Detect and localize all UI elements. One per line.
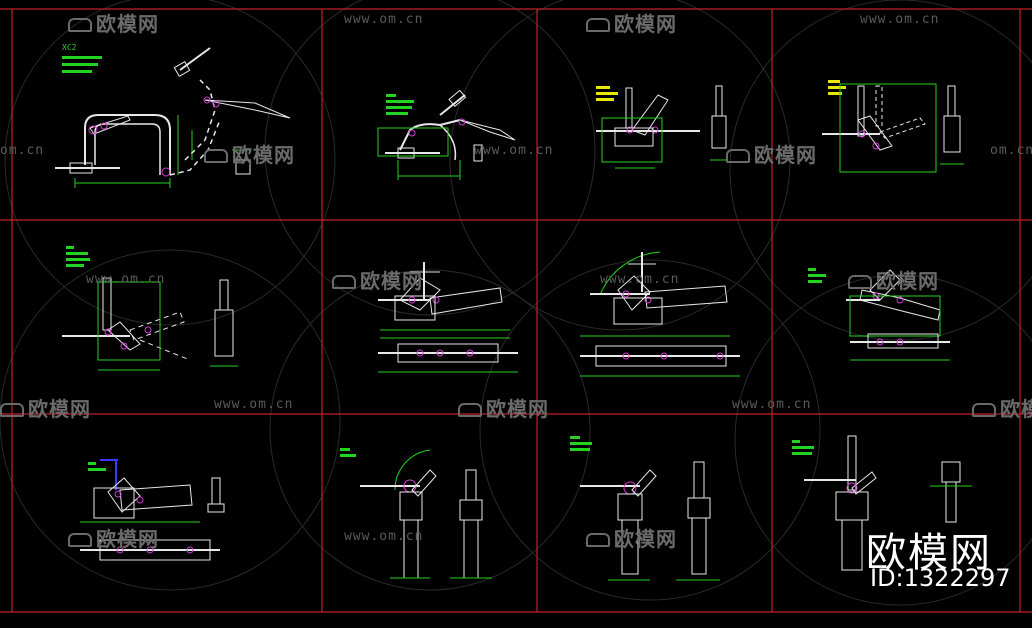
watermark-site: www.om.cn — [860, 12, 940, 27]
drawing-vertical-clamp-3 — [596, 85, 728, 169]
sofa-icon — [204, 149, 228, 163]
watermark-brand-text: 欧模网 — [360, 269, 423, 293]
note-block — [62, 56, 102, 73]
watermark-site: www.om.cn — [86, 272, 166, 287]
drawing-horizontal-clamp-9 — [80, 459, 225, 561]
drawing-push-clamp-12 — [792, 435, 972, 571]
watermark-brand: 欧模网 — [0, 393, 91, 422]
sofa-icon — [972, 403, 996, 417]
sheet-frame — [0, 8, 1032, 613]
model-id: ID:1322297 — [870, 564, 1011, 592]
watermark-brand: 欧模网 — [848, 265, 939, 294]
watermark-brand-text: 欧模网 — [28, 397, 91, 421]
sofa-icon — [0, 403, 24, 417]
sofa-icon — [848, 275, 872, 289]
watermark-site: www.om.cn — [344, 12, 424, 27]
watermark-brand-text: 欧模网 — [614, 12, 677, 36]
watermark-site: www.om.cn — [474, 143, 554, 158]
drawing-horizontal-clamp-6 — [378, 262, 518, 373]
watermark-brand-text: 欧模网 — [96, 12, 159, 36]
watermark-site: www.om.cn — [600, 272, 680, 287]
watermark-site-partial: om.cn — [990, 143, 1032, 158]
sofa-icon — [458, 403, 482, 417]
drawing-label-xc2: XC2 — [62, 43, 77, 52]
drawing-push-clamp-11 — [570, 436, 720, 581]
drawing-horizontal-clamp-7 — [580, 251, 740, 377]
brand-logo: 欧模网 — [866, 530, 992, 576]
sofa-icon — [586, 18, 610, 32]
drawing-push-clamp-10 — [340, 448, 492, 579]
watermark-brand: 欧模网 — [68, 8, 159, 37]
watermark-site: www.om.cn — [214, 397, 294, 412]
sofa-icon — [726, 149, 750, 163]
watermark-arcs — [0, 0, 1032, 606]
drawing-toggle-clamp-2 — [377, 89, 516, 180]
sofa-icon — [68, 18, 92, 32]
watermark-brand-text: 欧模网 — [232, 143, 295, 167]
sofa-icon — [332, 275, 356, 289]
watermark-brand-text: 欧模网 — [96, 527, 159, 551]
drawing-vertical-clamp-5 — [62, 246, 238, 371]
watermark-site-partial: om.cn — [0, 143, 45, 158]
sofa-icon — [586, 533, 610, 547]
watermark-brand: 欧模网 — [68, 523, 159, 552]
drawing-xc2-clamp: XC2 — [55, 43, 291, 188]
watermark-site: www.om.cn — [344, 529, 424, 544]
watermark-brand: 欧模网 — [586, 523, 677, 552]
drawing-horizontal-clamp-8 — [808, 268, 950, 361]
watermark-brand-text: 欧模网 — [754, 143, 817, 167]
watermark-brand-text: 欧模网 — [486, 397, 549, 421]
sofa-icon — [68, 533, 92, 547]
watermark-brand: 欧模网 — [332, 265, 423, 294]
watermark-brand: 欧模网 — [586, 8, 677, 37]
watermark-brand: 欧模网 — [972, 393, 1032, 422]
drawing-vertical-clamp-4 — [822, 80, 964, 173]
watermark-brand: 欧模网 — [458, 393, 549, 422]
watermark-brand-text: 欧模网 — [1000, 397, 1032, 421]
watermark-brand: 欧模网 — [726, 139, 817, 168]
watermark-site: www.om.cn — [732, 397, 812, 412]
watermark-brand-text: 欧模网 — [876, 269, 939, 293]
watermark-brand: 欧模网 — [204, 139, 295, 168]
watermark-brand-text: 欧模网 — [614, 527, 677, 551]
